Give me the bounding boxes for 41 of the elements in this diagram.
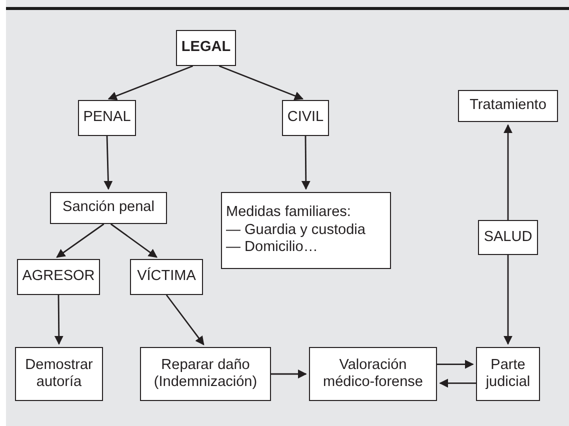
box-label: Valoración médico-forense (322, 356, 424, 392)
arrow (271, 370, 307, 378)
process-box (130, 259, 203, 295)
process-box (458, 90, 558, 122)
arrow (218, 65, 304, 100)
process-box (50, 192, 167, 224)
box-label: — Domicilio… (226, 239, 318, 257)
process-box (17, 259, 100, 295)
arrow (439, 378, 476, 388)
arrow (54, 295, 64, 345)
arrow (504, 124, 512, 220)
process-box (309, 347, 437, 401)
box-label: VÍCTIMA (137, 268, 196, 286)
process-box (478, 220, 538, 255)
process-box (140, 347, 271, 401)
process-box (78, 100, 136, 136)
box-label: — Guardia y custodia (226, 222, 366, 240)
box-label: Sanción penal (62, 199, 154, 217)
box-label: SALUD (484, 228, 532, 246)
process-box (176, 30, 236, 66)
process-box (221, 192, 391, 269)
arrow (166, 294, 204, 346)
box-label: Tratamiento (470, 97, 546, 115)
arrow (110, 223, 158, 258)
arrow (437, 360, 474, 369)
box-label: AGRESOR (22, 268, 95, 286)
process-box (15, 347, 103, 401)
arrow (104, 136, 113, 190)
box-label: LEGAL (181, 39, 231, 57)
box-label: PENAL (83, 109, 131, 127)
box-label: Reparar daño (Indemnización) (152, 356, 258, 392)
box-label: Parte judicial (484, 356, 532, 392)
box-label: Medidas familiares: (226, 204, 351, 222)
arrow (504, 255, 512, 345)
box-label: Demostrar autoría (24, 356, 94, 392)
box-label: CIVIL (287, 109, 324, 127)
arrow (301, 136, 310, 190)
arrow (108, 65, 194, 100)
process-box (476, 347, 540, 401)
arrow (56, 223, 104, 258)
process-box (282, 100, 329, 136)
